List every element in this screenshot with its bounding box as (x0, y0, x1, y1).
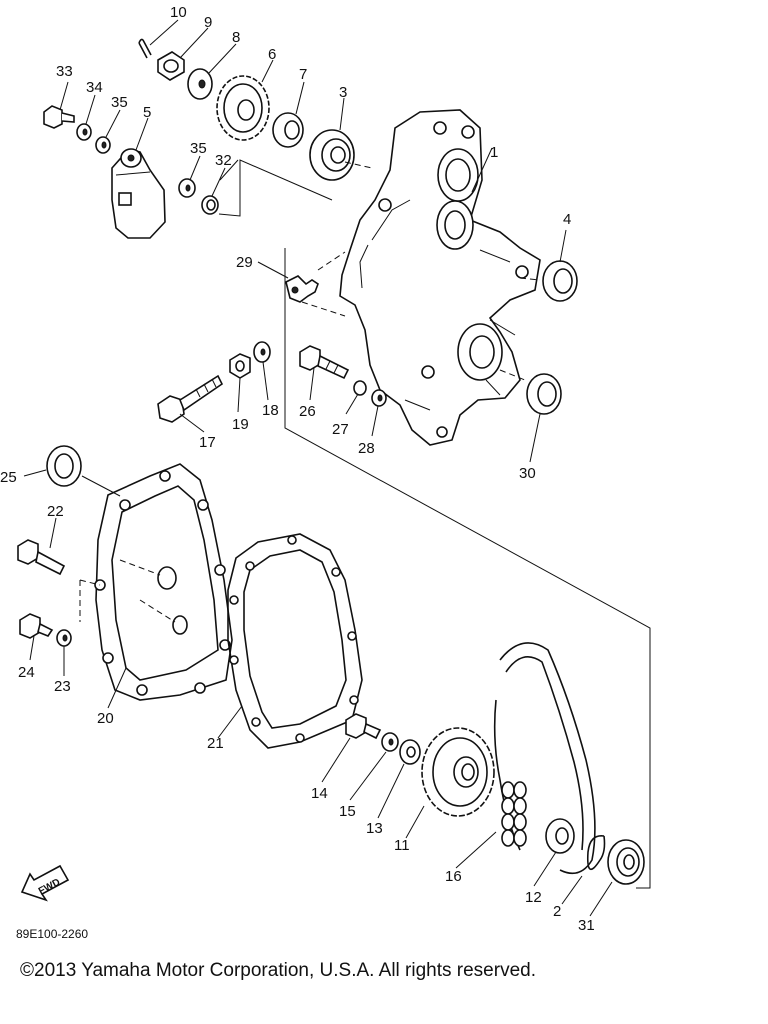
bolt-part (345, 713, 382, 740)
part-label: 32 (215, 152, 232, 169)
part-label: 7 (299, 66, 307, 83)
part-label: 24 (18, 664, 35, 681)
washer-part (399, 739, 421, 765)
bracket-part (111, 148, 166, 239)
part-label: 9 (204, 14, 212, 31)
part-label: 8 (232, 29, 240, 46)
part-label: 31 (578, 917, 595, 934)
part-label: 34 (86, 79, 103, 96)
cotter-pin-part (138, 38, 152, 59)
sprocket-part (421, 727, 495, 817)
part-label: 5 (143, 104, 151, 121)
part-label: 28 (358, 440, 375, 457)
gasket-part (227, 533, 363, 749)
washer-part (56, 629, 72, 647)
washer-part (187, 68, 213, 100)
chaincase-cover-part (94, 463, 233, 701)
part-label: 27 (332, 421, 349, 438)
oil-seal-part (542, 260, 578, 302)
part-label: 1 (490, 144, 498, 161)
bolt-part (43, 105, 75, 129)
part-label: 21 (207, 735, 224, 752)
washer-part (381, 732, 399, 752)
part-label: 25 (0, 469, 17, 486)
part-label: 22 (47, 503, 64, 520)
part-label: 10 (170, 4, 187, 21)
cap-part (46, 445, 82, 487)
nut-part (353, 380, 367, 396)
collar-part (201, 195, 219, 215)
bearing-part (309, 129, 355, 181)
part-label: 2 (553, 903, 561, 920)
copyright-notice: ©2013 Yamaha Motor Corporation, U.S.A. A… (20, 960, 536, 981)
washer-part (371, 389, 387, 407)
circlip-part (586, 835, 606, 870)
part-label: 6 (268, 46, 276, 63)
bolt-part (157, 374, 224, 423)
collar-part (545, 818, 575, 854)
bolt-part (19, 613, 54, 639)
chaincase-housing-part (339, 109, 541, 446)
bolt-part (299, 345, 350, 380)
part-label: 26 (299, 403, 316, 420)
part-label: 15 (339, 803, 356, 820)
nut-part (76, 123, 92, 141)
part-label: 16 (445, 868, 462, 885)
alignment-lines (79, 159, 651, 889)
part-label: 35 (111, 94, 128, 111)
part-label: 35 (190, 140, 207, 157)
drawing-code: 89E100-2260 (16, 927, 89, 941)
part-label: 12 (525, 889, 542, 906)
oil-seal-part (526, 373, 562, 415)
part-label: 19 (232, 416, 249, 433)
bearing-part (607, 839, 645, 885)
part-label: 29 (236, 254, 253, 271)
part-label: 13 (366, 820, 383, 837)
part-label: 4 (563, 211, 571, 228)
part-label: 30 (519, 465, 536, 482)
part-label: 11 (394, 837, 410, 854)
part-label: 3 (339, 84, 347, 101)
part-label: 20 (97, 710, 114, 727)
part-label: 17 (199, 434, 216, 451)
sprocket-part (216, 75, 270, 141)
nut-part (229, 353, 251, 379)
collar-part (272, 112, 304, 148)
washer-part (95, 136, 111, 154)
part-label: 23 (54, 678, 71, 695)
elbow-fitting-part (285, 275, 319, 303)
washer-part (178, 178, 196, 198)
part-labels: 10 9 8 6 7 3 1 4 33 34 35 5 35 32 29 17 … (0, 4, 595, 934)
part-label: 33 (56, 63, 73, 80)
leader-lines (23, 19, 613, 917)
bolt-part (17, 539, 66, 576)
nut-part (157, 51, 185, 81)
part-label: 14 (311, 785, 328, 802)
part-label: 18 (262, 402, 279, 419)
drive-chain-part (493, 642, 596, 875)
washer-part (253, 341, 271, 363)
forward-direction-arrow-icon: FWD (20, 864, 70, 902)
